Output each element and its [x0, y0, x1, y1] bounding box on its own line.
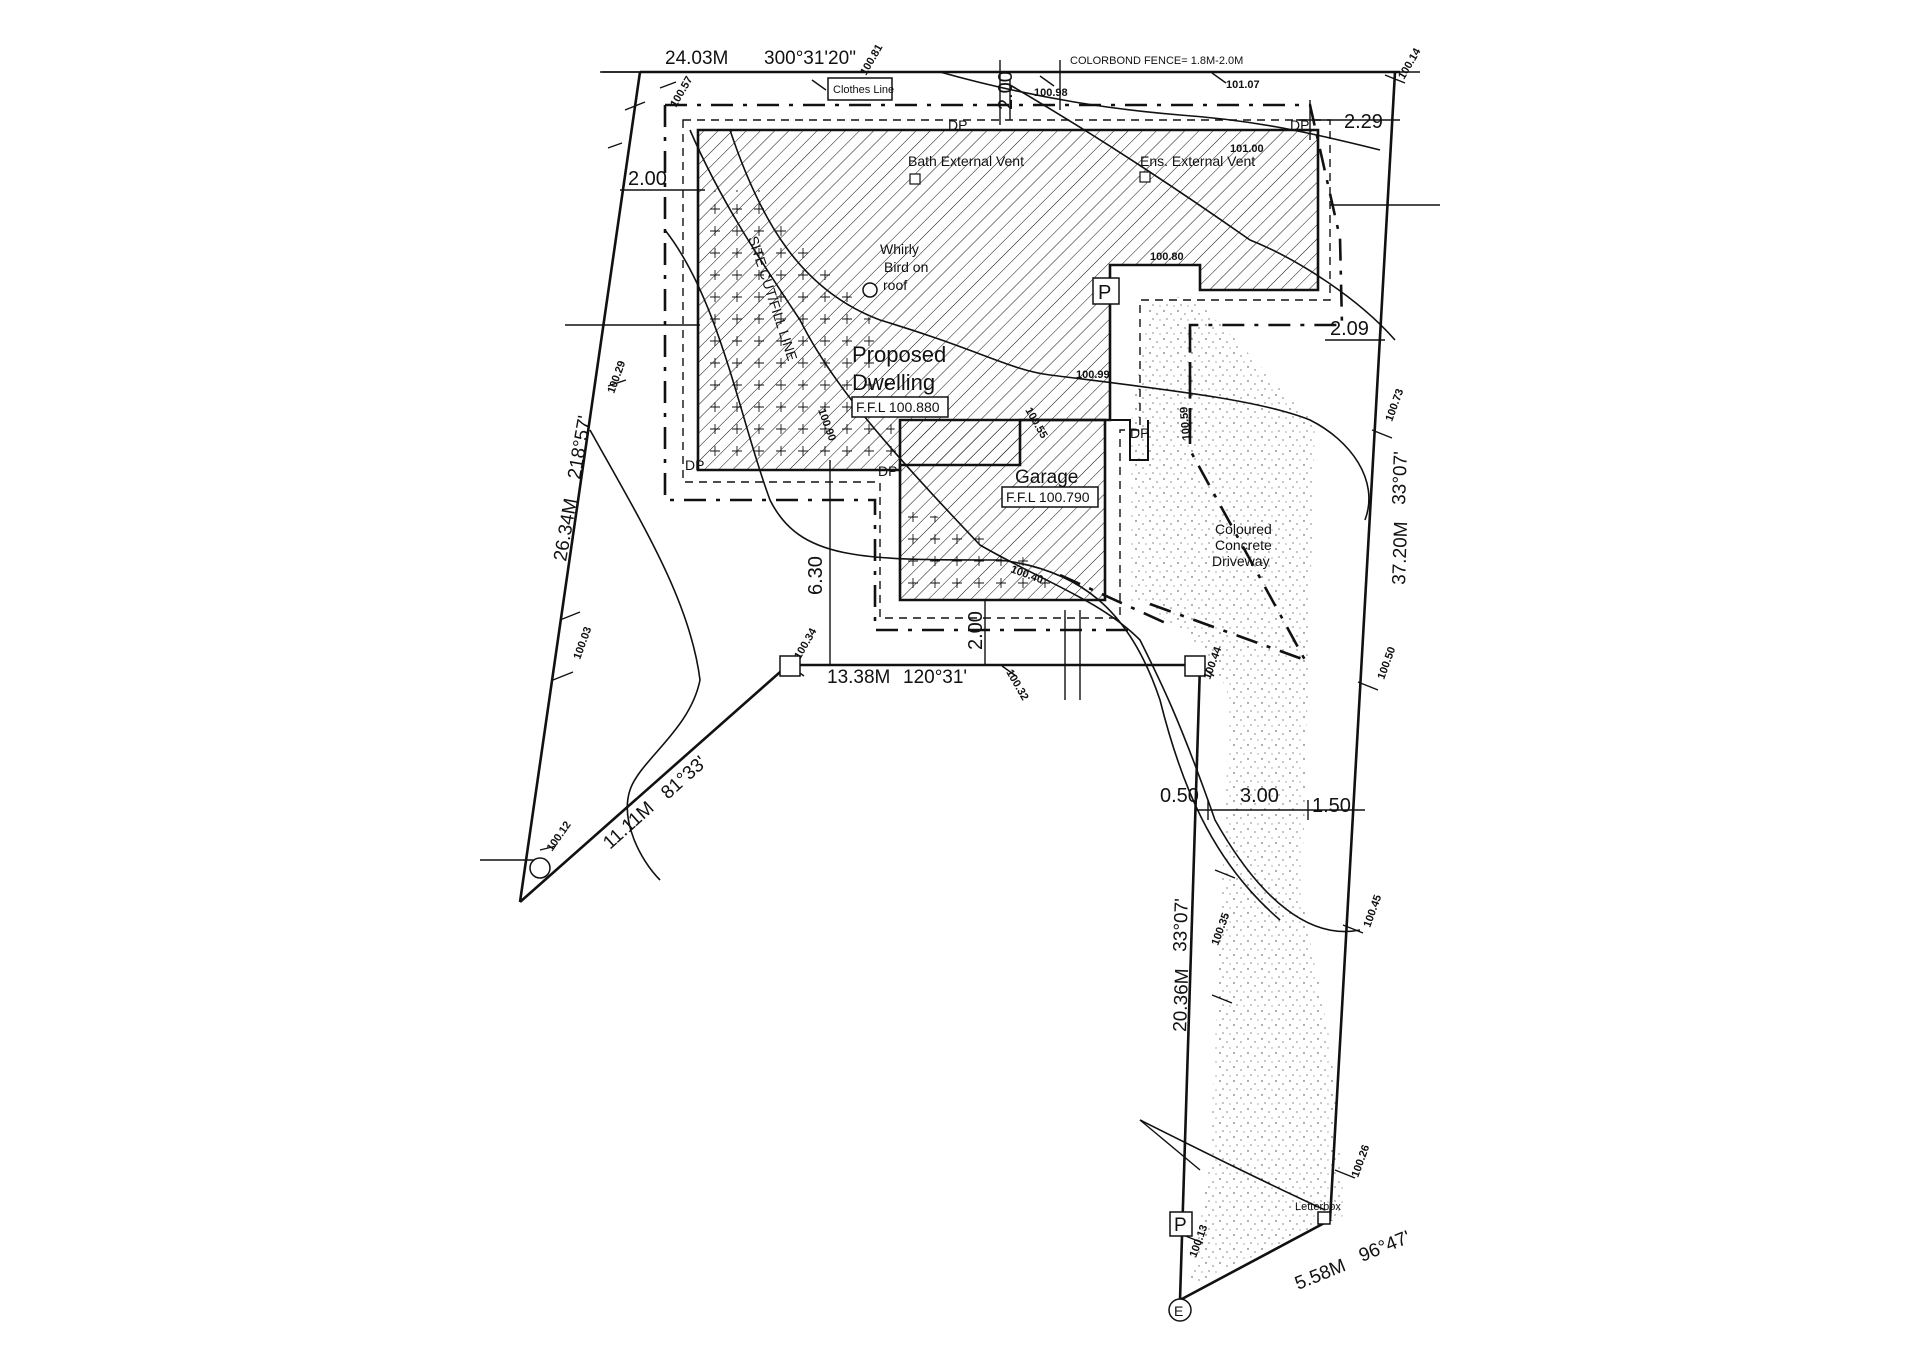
level-100-99: 100.99	[1076, 369, 1110, 381]
clothes-line-symbol	[827, 77, 893, 101]
setback-garage-side: 6.30	[805, 556, 827, 595]
inner-length: 13.38M	[827, 667, 890, 688]
level-100-14: 100.14	[1396, 46, 1424, 82]
driveway-area	[1130, 296, 1345, 1285]
whirly-label-2: Bird on	[884, 259, 928, 275]
pit-markers: P P E	[529, 77, 1331, 1322]
cut-fill-line	[682, 119, 1331, 619]
setback-driveway-right: 1.50	[1312, 795, 1351, 817]
dp-label-notch: DP	[1130, 425, 1149, 441]
driveway-label-3: Driveway	[1212, 553, 1270, 569]
level-100-80: 100.80	[1150, 251, 1184, 263]
setback-line-lower	[1188, 330, 1307, 661]
whirly-symbol	[862, 282, 878, 298]
setback-right: 2.09	[1330, 318, 1369, 340]
garage-ffl-box	[1001, 486, 1099, 508]
dwelling-label-1: Proposed	[852, 342, 946, 367]
survey-mark-circle	[529, 857, 551, 879]
labels: 24.03M 300°31'20" COLORBOND FENCE= 1.8M-…	[550, 48, 1413, 1295]
power-symbol: E	[1174, 1303, 1183, 1319]
whirly-label-3: roof	[883, 277, 907, 293]
southwest-bearing: 81°33'	[657, 752, 711, 803]
level-100-12: 100.12	[545, 819, 574, 853]
ens-vent-label: Ens. External Vent	[1140, 153, 1255, 169]
setback-line-upper	[663, 103, 1344, 632]
level-100-03: 100.03	[572, 625, 595, 661]
pit-front-label: P	[1174, 1215, 1187, 1236]
level-100-73: 100.73	[1384, 387, 1407, 423]
dp-label-garage: DP	[878, 463, 897, 479]
west-length: 26.34M	[550, 497, 582, 563]
level-100-29: 100.29	[606, 359, 629, 395]
garage-label: Garage	[1015, 467, 1078, 488]
north-length: 24.03M	[665, 48, 728, 69]
inner-bearing: 120°31'	[903, 667, 967, 688]
level-100-98: 100.98	[1034, 87, 1068, 99]
pit-p-dwelling	[1092, 277, 1120, 305]
setback-top: 2.00	[995, 71, 1017, 110]
letterbox-symbol	[1317, 1211, 1331, 1225]
east-bearing: 33°07'	[1389, 451, 1412, 505]
front-length: 5.58M	[1292, 1255, 1349, 1294]
stormwater-pit-right	[1184, 655, 1206, 677]
boundary-ticks	[539, 72, 1406, 1244]
level-100-26: 100.26	[1350, 1143, 1373, 1179]
power-pit-circle	[1168, 1298, 1192, 1322]
ens-vent-symbol	[1139, 171, 1151, 183]
fence-note: COLORBOND FENCE= 1.8M-2.0M	[1070, 55, 1243, 67]
north-bearing: 300°31'20"	[764, 48, 856, 69]
setback-garage-bottom: 2.00	[965, 611, 987, 650]
setback-left: 2.00	[628, 168, 667, 190]
dwelling-ffl: F.F.L 100.880	[856, 399, 940, 415]
handle-length: 20.36M	[1170, 968, 1193, 1032]
pit-label: P	[1098, 282, 1111, 304]
level-101-07: 101.07	[1226, 79, 1260, 91]
front-bearing: 96°47'	[1356, 1227, 1413, 1267]
driveway-width: 3.00	[1240, 785, 1279, 807]
driveway-label-1: Coloured	[1215, 521, 1272, 537]
setback-top-right: 2.29	[1344, 111, 1383, 133]
setback-driveway-left: 0.50	[1160, 785, 1199, 807]
garage-ffl: F.F.L 100.790	[1006, 489, 1090, 505]
contour-lines	[589, 71, 1396, 1211]
west-bearing: 218°57'	[564, 414, 596, 481]
driveway-label-2: Concrete	[1215, 537, 1272, 553]
dp-label-left: DP	[685, 457, 704, 473]
bath-vent-label: Bath External Vent	[908, 153, 1024, 169]
stormwater-pit-left	[779, 655, 801, 677]
level-100-59: 100.59	[1178, 406, 1193, 441]
dwelling-ffl-box	[851, 396, 949, 418]
east-length: 37.20M	[1389, 521, 1412, 585]
level-101-00: 101.00	[1230, 143, 1264, 155]
dimension-lines	[480, 60, 1440, 1171]
level-100-34: 100.34	[792, 626, 820, 662]
dwelling-label-2: Dwelling	[852, 370, 935, 395]
letterbox-label: Letterbox	[1295, 1201, 1341, 1213]
level-100-50: 100.50	[1376, 645, 1399, 681]
level-100-45: 100.45	[1362, 893, 1385, 929]
level-100-32: 100.32	[1003, 668, 1030, 703]
clothes-line-label: Clothes Line	[833, 84, 894, 96]
handle-bearing: 33°07'	[1170, 898, 1193, 952]
whirly-label-1: Whirly	[880, 241, 919, 257]
bath-vent-symbol	[909, 173, 921, 185]
pit-p-front	[1169, 1211, 1193, 1237]
dp-label-top: DP	[948, 117, 967, 133]
dp-label-right: DP	[1290, 117, 1309, 133]
